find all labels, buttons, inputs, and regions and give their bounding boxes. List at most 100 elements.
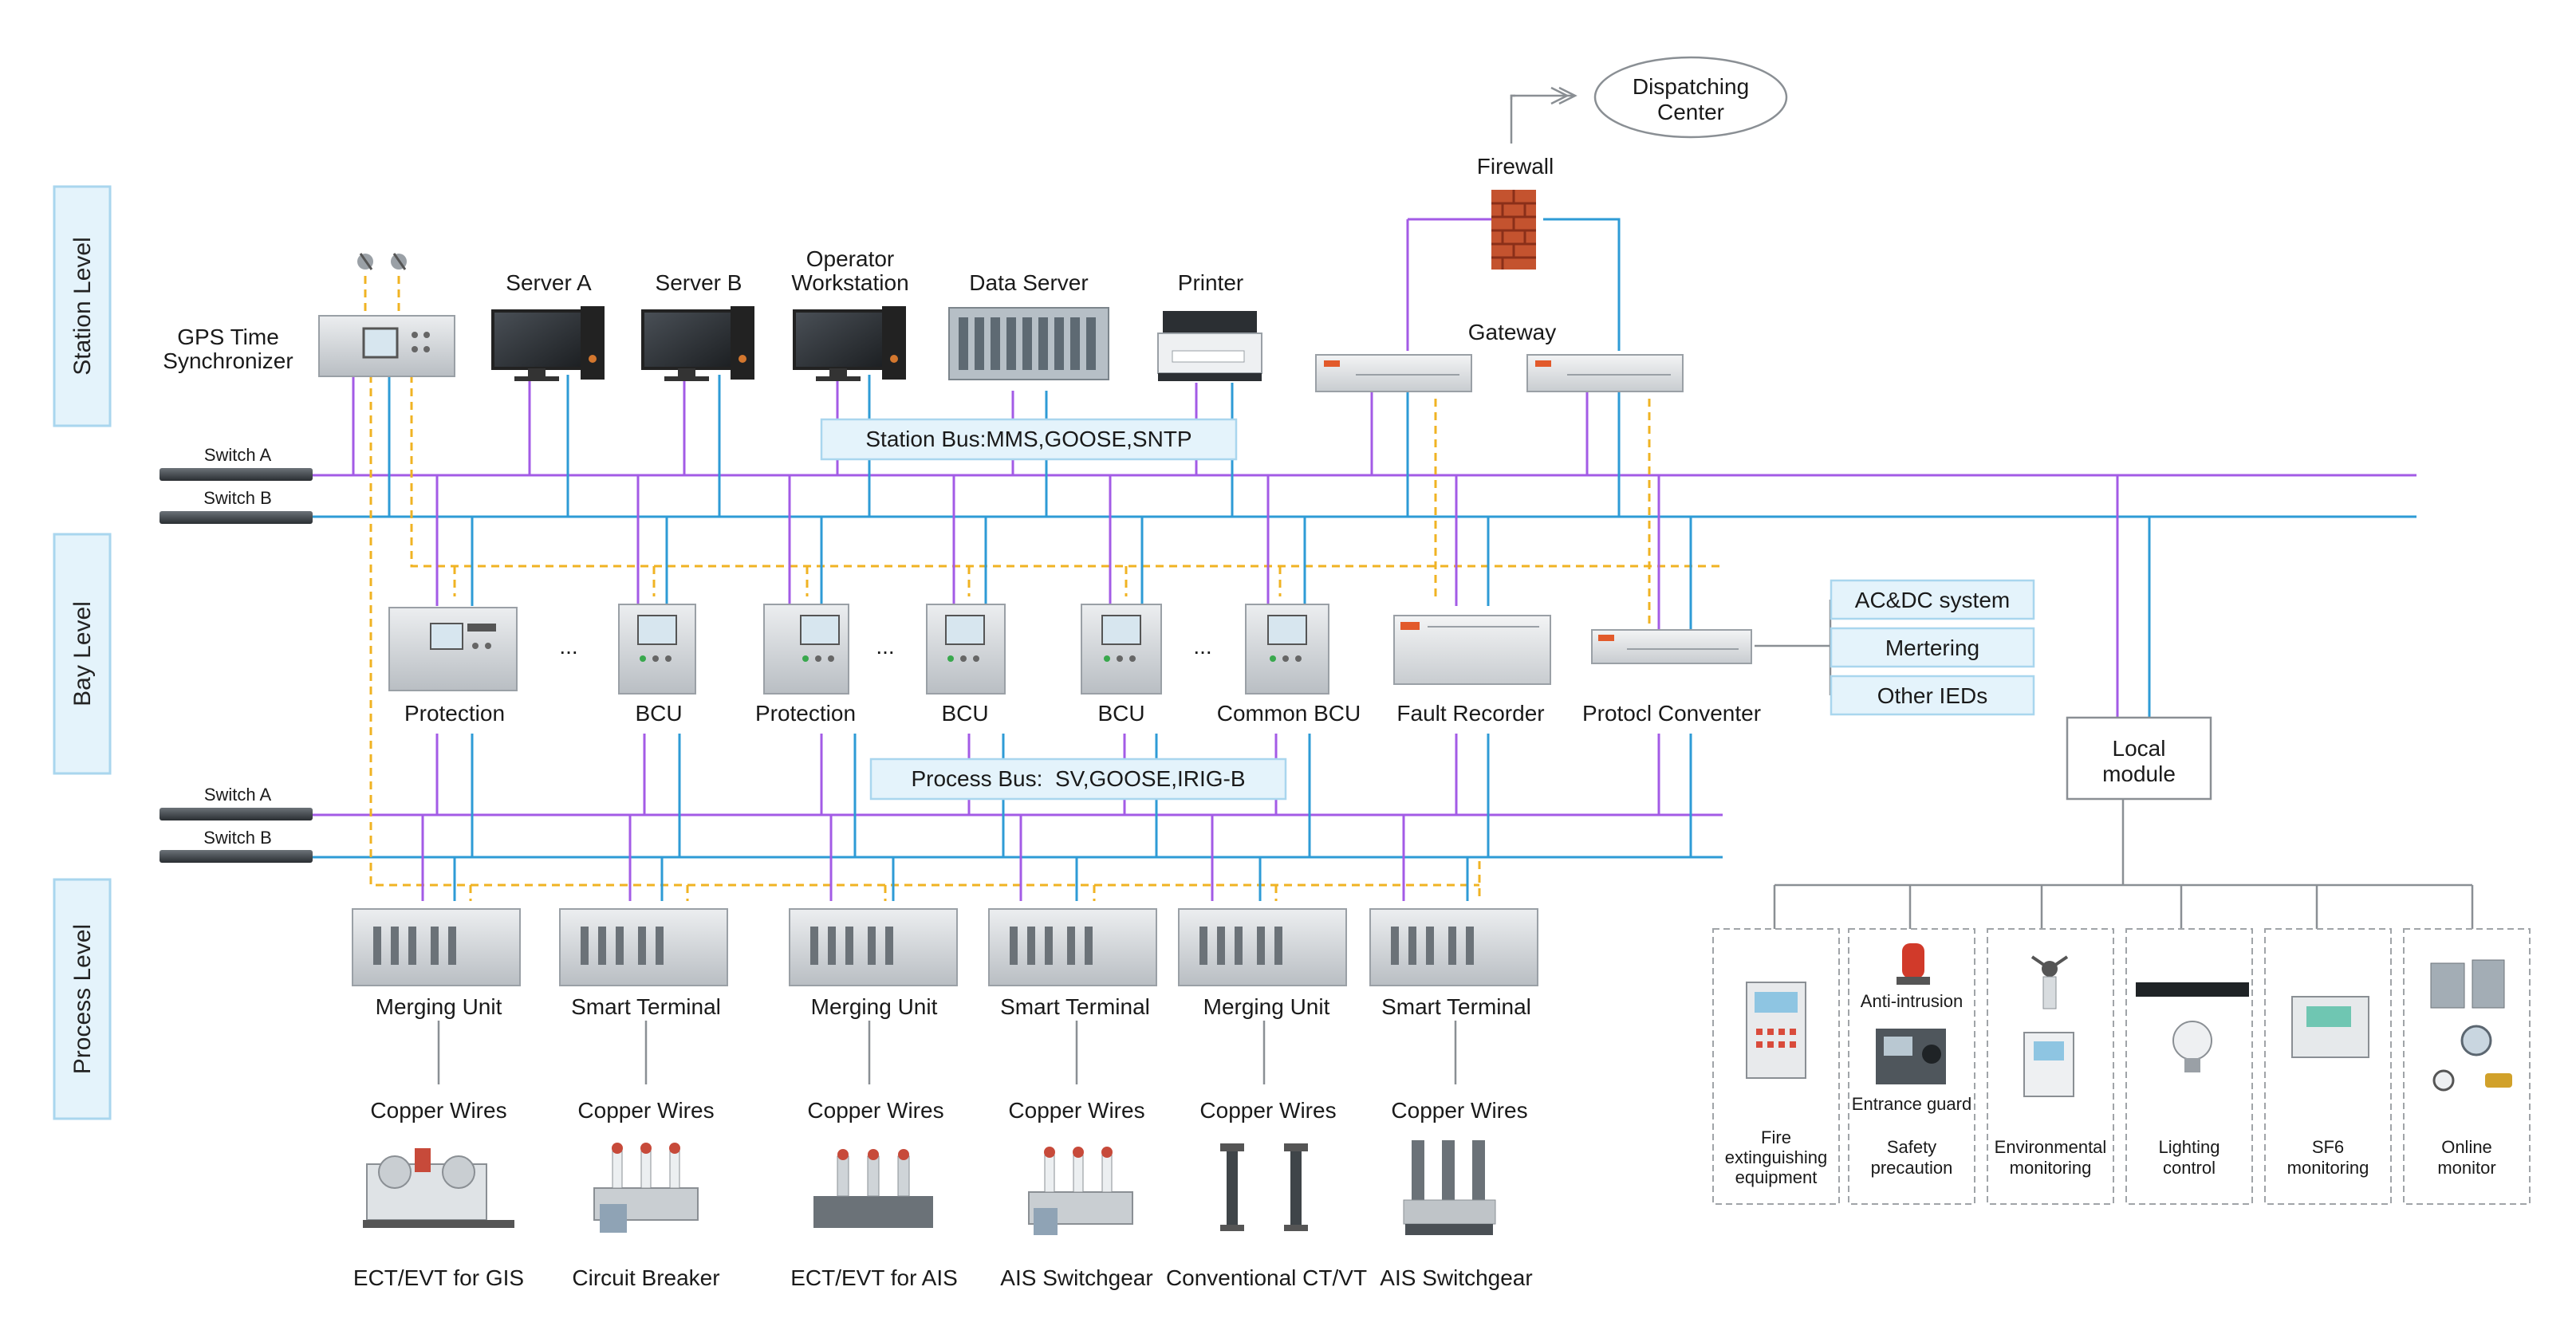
- safety-label-line2: precaution: [1871, 1158, 1953, 1178]
- primary-equipment-6: AIS Switchgear: [1380, 1140, 1533, 1290]
- copper-wires-label: Copper Wires: [1391, 1098, 1527, 1123]
- data-server-label: Data Server: [969, 270, 1088, 295]
- process-unit-label: Smart Terminal: [571, 994, 721, 1019]
- bay-level-label: Bay Level: [69, 601, 96, 706]
- process-switch-a-label: Switch A: [204, 785, 272, 805]
- copper-wires-label: Copper Wires: [370, 1098, 506, 1123]
- side-box-label: Other IEDs: [1877, 683, 1987, 708]
- process-switch-a: Switch A: [160, 785, 313, 820]
- monitoring-environmental: Environmental monitoring: [1987, 928, 2114, 1205]
- side-box-label: Mertering: [1885, 635, 1979, 660]
- station-switch-a-label: Switch A: [204, 445, 272, 465]
- primary-equipment-label: AIS Switchgear: [1000, 1265, 1152, 1290]
- monitoring-safety: Anti-intrusion Entrance guard Safety pre…: [1848, 928, 1975, 1205]
- process-unit-label: Merging Unit: [811, 994, 938, 1019]
- copper-wires-label: Copper Wires: [577, 1098, 714, 1123]
- network-device-icon: [2136, 982, 2249, 997]
- firewall: Firewall: [1477, 154, 1554, 270]
- bay-device-label: Protection: [755, 701, 856, 726]
- primary-equipment-1: ECT/EVT for GIS: [353, 1148, 524, 1290]
- primary-equipment-label: AIS Switchgear: [1380, 1265, 1532, 1290]
- env-label-line2: monitoring: [2010, 1158, 2092, 1178]
- process-switch-b-label: Switch B: [203, 828, 272, 848]
- gis-icon: [363, 1148, 514, 1228]
- bay-protection-2: Protection: [755, 604, 856, 726]
- monitoring-fire: Fire extinguishing equipment: [1712, 928, 1840, 1205]
- ellipsis-1: ...: [559, 634, 577, 659]
- sf6-panel-icon: [2291, 996, 2369, 1058]
- process-bus-label: Process Bus: SV,GOOSE,IRIG-B: [911, 766, 1245, 791]
- side-box-acdc: AC&DC system: [1830, 579, 2035, 620]
- anti-intrusion-label: Anti-intrusion: [1861, 991, 1963, 1011]
- sensor-box-icon: [2023, 1032, 2074, 1097]
- primary-equipment-3: ECT/EVT for AIS: [790, 1149, 958, 1290]
- copper-wires-label: Copper Wires: [1199, 1098, 1336, 1123]
- operator-workstation: Operator Workstation: [791, 246, 909, 381]
- primary-equipment-label: Conventional CT/VT: [1166, 1265, 1367, 1290]
- light-bulb-icon: [2172, 1021, 2212, 1072]
- process-unit-2: Smart Terminal: [559, 908, 728, 1019]
- ellipsis-2: ...: [876, 634, 894, 659]
- process-unit-label: Merging Unit: [1203, 994, 1330, 1019]
- gps-time-synchronizer: GPS Time Synchronizer: [163, 253, 455, 377]
- protocol-converter-icon: [1591, 629, 1752, 664]
- anemometer-icon: [2030, 955, 2069, 1009]
- bcu-device-icon: [1245, 604, 1329, 695]
- bay-device-label: Common BCU: [1217, 701, 1361, 726]
- safety-label-line1: Safety: [1887, 1137, 1936, 1157]
- primary-equipment-5: Conventional CT/VT: [1166, 1143, 1367, 1290]
- operator-label-line2: Workstation: [791, 270, 908, 295]
- local-module-line2: module: [2102, 761, 2176, 786]
- bay-device-label: Protocl Conventer: [1582, 701, 1761, 726]
- server-rack-icon: [948, 307, 1109, 380]
- satellite-antenna-icon: [357, 253, 407, 270]
- data-server: Data Server: [948, 270, 1109, 380]
- bay-bcu-2: BCU: [926, 604, 1006, 726]
- bcu-device-icon: [618, 604, 696, 695]
- station-level-label: Station Level: [69, 237, 96, 375]
- circuit-breaker-icon: [593, 1143, 699, 1233]
- gps-device-icon: [318, 315, 455, 377]
- primary-equipment-label: ECT/EVT for AIS: [790, 1265, 958, 1290]
- process-switch-b: Switch B: [160, 828, 313, 863]
- primary-equipment-2: Circuit Breaker: [572, 1143, 720, 1290]
- process-unit-label: Merging Unit: [376, 994, 502, 1019]
- bay-bcu-1: BCU: [618, 604, 696, 726]
- local-module: Local module: [2066, 716, 2212, 801]
- gateway: Gateway: [1315, 320, 1684, 392]
- monitoring-lighting: Lighting control: [2125, 928, 2253, 1205]
- ais-switchgear-icon: [1403, 1140, 1496, 1235]
- server-a: Server A: [491, 270, 605, 381]
- alarm-siren-icon: [1897, 943, 1930, 985]
- bay-device-label: BCU: [1097, 701, 1144, 726]
- online-label-line1: Online: [2441, 1137, 2492, 1157]
- process-level-label: Process Level: [69, 924, 96, 1074]
- smart-terminal-icon: [559, 908, 728, 986]
- process-bus-label-box: Process Bus: SV,GOOSE,IRIG-B: [869, 757, 1287, 801]
- fire-label-line1: Fire: [1761, 1127, 1791, 1147]
- dispatching-line1: Dispatching: [1633, 74, 1749, 99]
- station-switch-a: Switch A: [160, 445, 313, 481]
- server-b: Server B: [641, 270, 754, 381]
- ect-evt-ais-icon: [813, 1149, 933, 1228]
- env-label-line1: Environmental: [1995, 1137, 2107, 1157]
- bay-device-label: BCU: [635, 701, 682, 726]
- access-control-icon: [1876, 1029, 1946, 1084]
- network-lines: [311, 86, 2474, 1084]
- local-module-line1: Local: [2113, 736, 2166, 761]
- bay-device-label: Fault Recorder: [1396, 701, 1544, 726]
- side-box-label: AC&DC system: [1855, 588, 2010, 612]
- firewall-label: Firewall: [1477, 154, 1554, 179]
- fire-panel-icon: [1746, 982, 1806, 1079]
- dispatching-center: Dispatching Center: [1593, 56, 1788, 139]
- side-box-metering: Mertering: [1830, 627, 2035, 668]
- gateway-label: Gateway: [1468, 320, 1557, 344]
- bay-protection-1: Protection: [388, 607, 518, 726]
- online-label-line2: monitor: [2437, 1158, 2495, 1178]
- gps-label-line2: Synchronizer: [163, 348, 293, 373]
- sf6-label-line1: SF6: [2312, 1137, 2344, 1157]
- dispatching-line2: Center: [1657, 100, 1724, 124]
- bay-common-bcu: Common BCU: [1217, 604, 1361, 726]
- protection-relay-icon: [388, 607, 518, 691]
